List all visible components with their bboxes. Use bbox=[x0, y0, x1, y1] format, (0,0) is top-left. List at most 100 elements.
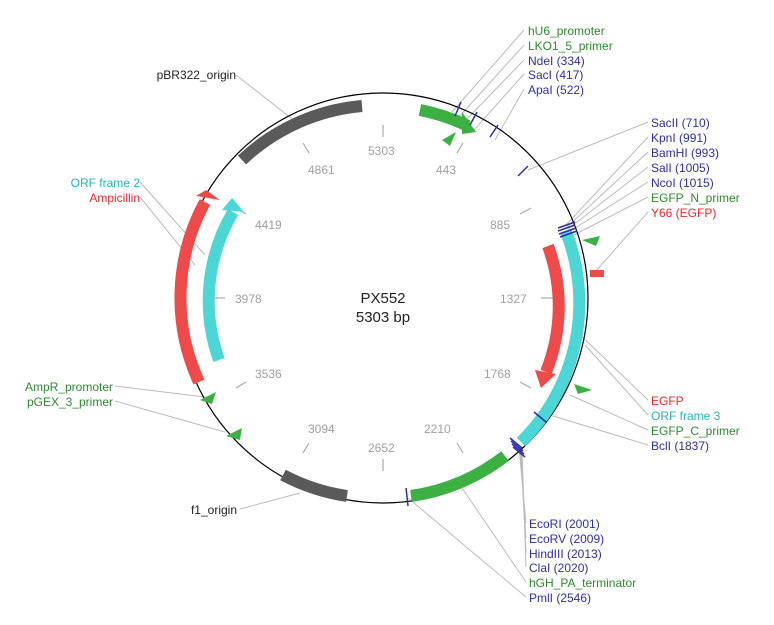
labels-right-lower: EGFP ORF frame 3 EGFP_C_primer BclI (183… bbox=[651, 394, 740, 453]
tick-labels: 5303 443 885 1327 1768 2210 2652 3094 35… bbox=[235, 144, 527, 455]
label-egfp-n-primer[interactable]: EGFP_N_primer bbox=[651, 191, 740, 205]
label-egfp-c-primer[interactable]: EGFP_C_primer bbox=[651, 424, 740, 438]
labels-bottom: EcoRI (2001) EcoRV (2009) HindIII (2013)… bbox=[529, 517, 636, 605]
leader-sali bbox=[567, 166, 649, 230]
egfp-c-primer-arrow[interactable] bbox=[574, 384, 592, 394]
labels-left: pBR322_origin ORF frame 2 Ampicillin Amp… bbox=[25, 68, 237, 517]
label-apai[interactable]: ApaI (522) bbox=[528, 83, 584, 97]
tick-label: 443 bbox=[436, 163, 456, 177]
leader-pbr322 bbox=[235, 74, 301, 126]
leader-egfpn bbox=[571, 196, 649, 237]
sali-site[interactable] bbox=[558, 227, 577, 235]
apai-site[interactable] bbox=[489, 124, 499, 138]
leader-bcli bbox=[539, 411, 649, 446]
leader-y66 bbox=[594, 211, 649, 273]
label-kpni[interactable]: KpnI (991) bbox=[651, 131, 707, 145]
leader-egfp bbox=[574, 329, 649, 401]
orf-frame-2-feature[interactable] bbox=[202, 208, 239, 363]
tick-label: 3978 bbox=[235, 292, 262, 306]
restriction-sites bbox=[405, 101, 578, 507]
pmli-site[interactable] bbox=[405, 487, 409, 507]
egfp-feature[interactable] bbox=[540, 243, 565, 375]
label-pbr322-origin[interactable]: pBR322_origin bbox=[157, 68, 236, 82]
orf-frame-3-feature[interactable] bbox=[516, 229, 586, 447]
kpni-site[interactable] bbox=[557, 221, 576, 229]
ndei-site[interactable] bbox=[454, 101, 462, 117]
label-bamhi[interactable]: BamHI (993) bbox=[651, 146, 719, 160]
label-sali[interactable]: SalI (1005) bbox=[651, 161, 710, 175]
leader-kpni bbox=[565, 136, 649, 226]
labels-top-right: hU6_promoter LKO1_5_primer NdeI (334) Sa… bbox=[528, 24, 613, 97]
leader-clai bbox=[521, 449, 527, 568]
tick-label: 1768 bbox=[484, 367, 511, 381]
label-hu6-promoter[interactable]: hU6_promoter bbox=[528, 24, 605, 38]
egfp-arrowhead bbox=[535, 370, 556, 388]
tick-label: 5303 bbox=[368, 144, 395, 158]
label-hindiii[interactable]: HindIII (2013) bbox=[529, 547, 602, 561]
ampicillin-feature[interactable] bbox=[174, 199, 211, 385]
leader-orf3 bbox=[584, 344, 649, 416]
ncoi-site[interactable] bbox=[559, 230, 578, 238]
hindiii-site[interactable] bbox=[511, 443, 525, 455]
orf-frame-2-arrowhead bbox=[222, 198, 244, 212]
label-lko1-5-primer[interactable]: LKO1_5_primer bbox=[528, 39, 613, 53]
pbr322-origin-feature[interactable] bbox=[237, 100, 363, 165]
leader-ndei bbox=[461, 59, 525, 125]
ecori-site[interactable] bbox=[509, 437, 523, 449]
saci-site[interactable] bbox=[469, 111, 478, 126]
bcli-site[interactable] bbox=[533, 411, 547, 423]
label-ecori[interactable]: EcoRI (2001) bbox=[529, 517, 600, 531]
pgex-3-primer-arrow[interactable] bbox=[226, 428, 242, 440]
label-ampicillin[interactable]: Ampicillin bbox=[89, 191, 140, 205]
label-orf-frame-2[interactable]: ORF frame 2 bbox=[71, 176, 141, 190]
ticks bbox=[213, 125, 553, 471]
features bbox=[174, 100, 604, 502]
leader-hgh bbox=[459, 484, 527, 583]
tick-label: 3536 bbox=[255, 367, 282, 381]
leader-ampr bbox=[114, 385, 206, 398]
tick-label: 2210 bbox=[424, 422, 451, 436]
leader-sacii bbox=[527, 121, 649, 171]
label-ampr-promoter[interactable]: AmpR_promoter bbox=[25, 380, 113, 394]
tick-label: 4861 bbox=[308, 163, 335, 177]
clai-site[interactable] bbox=[512, 446, 526, 458]
leader-ncoi bbox=[568, 181, 649, 233]
labels-right-upper: SacII (710) KpnI (991) BamHI (993) SalI … bbox=[651, 116, 740, 220]
ampr-promoter-arrow[interactable] bbox=[200, 392, 216, 404]
label-sacii[interactable]: SacII (710) bbox=[651, 116, 710, 130]
leader-pgex bbox=[114, 400, 226, 433]
label-egfp[interactable]: EGFP bbox=[651, 394, 684, 408]
f1-origin-feature[interactable] bbox=[280, 469, 348, 502]
label-pmli[interactable]: PmlI (2546) bbox=[529, 591, 591, 605]
leader-f1 bbox=[239, 492, 301, 510]
label-f1-origin[interactable]: f1_origin bbox=[191, 503, 237, 517]
lko1-primer-arrow[interactable] bbox=[442, 132, 456, 146]
plasmid-length: 5303 bp bbox=[356, 309, 410, 326]
label-hgh-pa-terminator[interactable]: hGH_PA_terminator bbox=[529, 576, 636, 590]
leader-saci bbox=[473, 73, 525, 131]
label-bcli[interactable]: BclI (1837) bbox=[651, 439, 709, 453]
label-ncoi[interactable]: NcoI (1015) bbox=[651, 176, 714, 190]
sacii-site[interactable] bbox=[517, 165, 529, 177]
tick-label: 1327 bbox=[500, 292, 527, 306]
label-saci[interactable]: SacI (417) bbox=[528, 68, 583, 82]
ampicillin-arrowhead bbox=[196, 190, 220, 200]
plasmid-name: PX552 bbox=[360, 290, 405, 307]
hu6-promoter-feature[interactable] bbox=[418, 104, 471, 132]
label-clai[interactable]: ClaI (2020) bbox=[529, 561, 588, 575]
leader-hu6 bbox=[451, 29, 525, 113]
egfp-n-primer-arrow[interactable] bbox=[582, 236, 600, 246]
bamhi-site[interactable] bbox=[557, 224, 576, 232]
ecorv-site[interactable] bbox=[510, 440, 524, 452]
label-ndei[interactable]: NdeI (334) bbox=[528, 54, 585, 68]
hgh-pa-terminator-feature[interactable] bbox=[410, 451, 509, 502]
label-y66[interactable]: Y66 (EGFP) bbox=[651, 206, 716, 220]
label-pgex-3-primer[interactable]: pGEX_3_primer bbox=[27, 395, 113, 409]
label-orf-frame-3[interactable]: ORF frame 3 bbox=[651, 409, 721, 423]
leader-lines bbox=[114, 29, 649, 598]
y66-marker[interactable] bbox=[590, 270, 604, 277]
hu6-promoter-arrowhead bbox=[462, 112, 476, 134]
label-ecorv[interactable]: EcoRV (2009) bbox=[529, 532, 604, 546]
leader-lko1 bbox=[457, 44, 525, 119]
